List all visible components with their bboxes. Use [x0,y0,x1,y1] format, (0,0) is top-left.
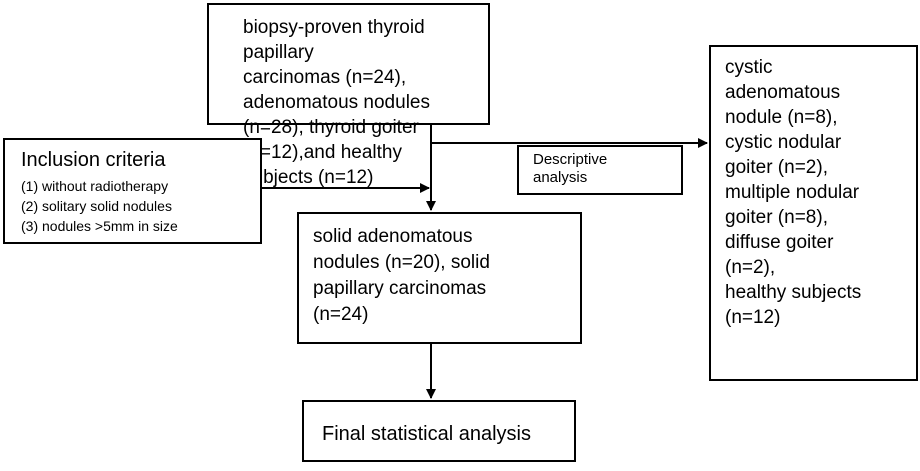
descriptive-analysis-text: Descriptive analysis [533,151,608,186]
descriptive-analysis-box: Descriptive analysis [517,145,683,195]
cystic-excluded-text: cystic adenomatous nodule (n=8), cystic … [725,57,862,328]
source-population-box: biopsy-proven thyroid papillary carcinom… [207,3,490,188]
inclusion-criterion: (3) nodules >5mm in size [21,218,178,234]
cystic-excluded-box: cystic adenomatous nodule (n=8), cystic … [709,45,918,381]
source-population-text: biopsy-proven thyroid papillary carcinom… [243,17,430,188]
inclusion-criterion: (2) solitary solid nodules [21,198,172,214]
final-analysis-text: Final statistical analysis [322,423,531,445]
final-analysis-box: Final statistical analysis [302,400,576,462]
inclusion-criteria-heading: Inclusion criteria [21,149,166,171]
inclusion-criteria-list: (1) without radiotherapy (2) solitary so… [21,176,178,236]
solid-nodules-text: solid adenomatous nodules (n=20), solid … [313,226,490,325]
inclusion-criterion: (1) without radiotherapy [21,178,169,194]
inclusion-criteria-box: Inclusion criteria (1) without radiother… [3,138,262,244]
solid-nodules-box: solid adenomatous nodules (n=20), solid … [297,212,582,344]
